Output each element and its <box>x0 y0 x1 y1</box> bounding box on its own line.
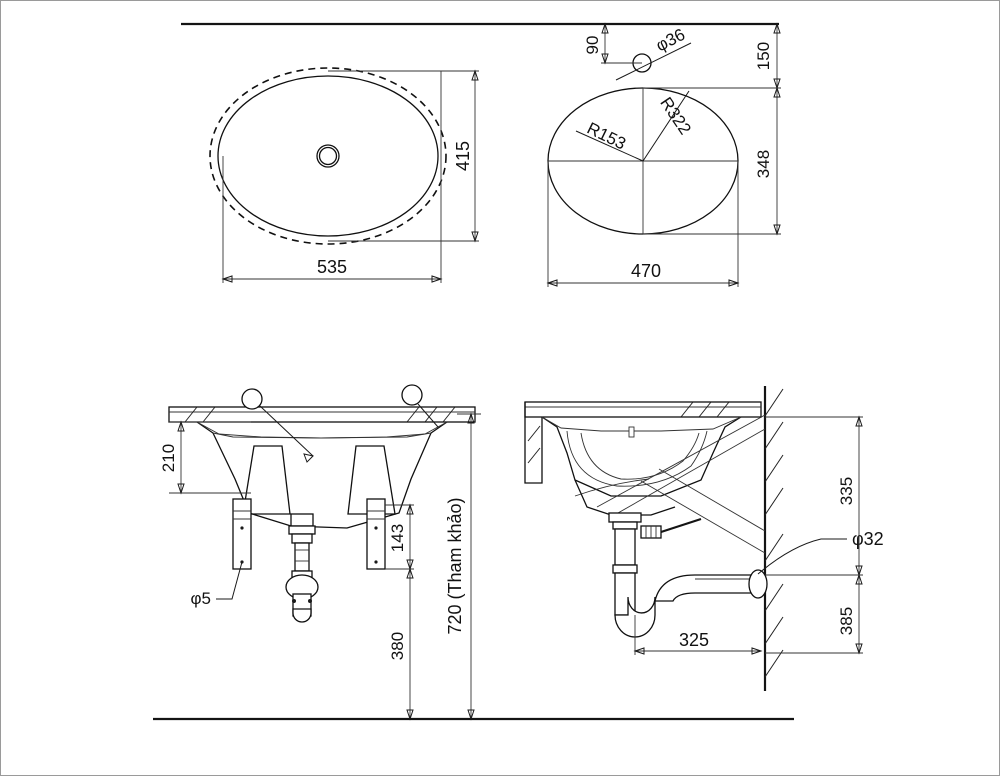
cutout-r153-leader <box>575 130 644 162</box>
top-plan-view: 535 415 <box>209 67 479 283</box>
side-support-braces <box>596 414 766 554</box>
front-dim-210-label: 210 <box>159 444 178 472</box>
side-counter-slab <box>524 401 762 484</box>
cutout-dim-90: 90 <box>583 22 642 65</box>
front-bolt-hole-label: φ5 <box>191 589 211 608</box>
side-dim-385: 385 <box>765 573 863 655</box>
front-bolt-hole-leader: φ5 <box>191 561 243 608</box>
sheet-reference-lines <box>153 22 794 721</box>
plan-inner-solid-ellipse <box>217 75 439 237</box>
cutout-dim-348: 348 <box>643 86 781 236</box>
front-dim-380: 380 <box>388 567 414 721</box>
front-dim-143: 143 <box>385 503 414 571</box>
cutout-dim-90-label: 90 <box>583 36 602 55</box>
front-dim-380-label: 380 <box>388 632 407 660</box>
side-trap-assembly <box>608 512 768 638</box>
front-dim-210: 210 <box>159 420 251 495</box>
side-basin-section <box>541 416 742 516</box>
front-dim-720: 720 (Tham khảo) <box>445 412 481 721</box>
side-dim-335: 335 <box>765 415 863 577</box>
plan-dim-width-label: 535 <box>317 257 347 277</box>
front-drain-trap-assembly <box>285 513 319 623</box>
cutout-r322-leader <box>642 90 690 162</box>
cutout-dim-150-label: 150 <box>754 42 773 70</box>
cutout-template-view: φ36 90 150 <box>546 22 781 287</box>
plan-dim-depth-label: 415 <box>453 141 473 171</box>
side-dim-335-label: 335 <box>837 477 856 505</box>
side-wall <box>763 386 784 691</box>
cutout-dim-470: 470 <box>546 161 740 287</box>
side-dim-325: 325 <box>633 615 763 655</box>
front-callout-bubble-2 <box>401 384 439 428</box>
cutout-dim-470-label: 470 <box>631 261 661 281</box>
side-dim-325-label: 325 <box>679 630 709 650</box>
side-section-view: φ32 335 385 <box>524 386 884 691</box>
plan-outer-dashed-ellipse <box>209 67 447 245</box>
front-support-ribs <box>242 445 396 515</box>
cutout-dim-348-label: 348 <box>754 150 773 178</box>
front-dim-143-label: 143 <box>388 524 407 552</box>
plan-drain-hole <box>316 144 340 168</box>
plan-dim-width: 535 <box>221 71 443 283</box>
cutout-tap-hole-leader <box>615 42 692 81</box>
side-waste-outlet-leader: φ32 <box>757 529 884 575</box>
cutout-r153-label: R153 <box>584 119 629 154</box>
cutout-dim-150: 150 <box>643 22 781 90</box>
side-dim-385-label: 385 <box>837 607 856 635</box>
front-basin-body <box>196 421 448 529</box>
front-callout-bubble-1 <box>241 388 314 463</box>
cutout-tap-hole-label: φ36 <box>653 25 688 56</box>
front-bracket-right <box>366 498 386 570</box>
front-dim-720-label: 720 (Tham khảo) <box>445 497 465 634</box>
front-counter-slab <box>168 406 476 423</box>
front-elevation-view: 210 φ5 143 380 <box>159 384 481 721</box>
plan-dim-depth: 415 <box>328 69 479 243</box>
front-bracket-left <box>232 498 252 570</box>
side-waste-outlet-label: φ32 <box>852 529 884 549</box>
